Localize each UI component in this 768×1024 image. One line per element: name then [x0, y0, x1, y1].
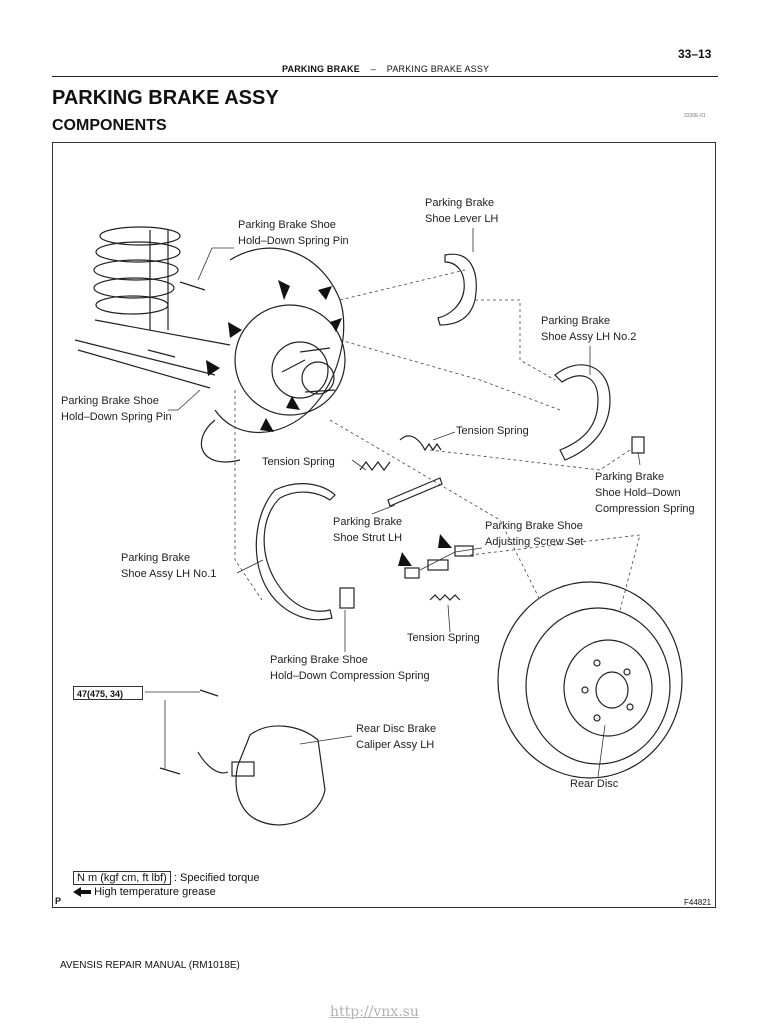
tension-spring-3-drawing [429, 594, 461, 601]
shoe-no2-drawing [554, 364, 611, 461]
label-compression-spring-right: Parking Brake Shoe Hold–Down Compression… [595, 471, 695, 515]
torque-value-box: 47(475, 34) [73, 686, 143, 700]
page-title: PARKING BRAKE ASSY [52, 87, 279, 109]
hold-down-pin-left [147, 349, 176, 358]
compression-spring-bottom-drawing [339, 587, 355, 609]
label-caliper: Rear Disc Brake Caliper Assy LH [356, 723, 437, 751]
page-footer: AVENSIS REPAIR MANUAL (RM1018E) [60, 960, 240, 971]
label-tension-spring-3: Tension Spring [407, 632, 480, 644]
legend-grease-text: High temperature grease [94, 886, 216, 898]
shoe-strut-drawing [387, 477, 443, 507]
caliper-drawing [159, 689, 326, 826]
adjusting-screw-drawing [404, 545, 474, 579]
label-compression-spring-bottom: Parking Brake Shoe Hold–Down Compression… [270, 654, 430, 682]
backing-plate-drawing [200, 247, 346, 463]
label-shoe-strut: Parking Brake Shoe Strut LH [333, 516, 403, 544]
doc-code: 3330E-01 [684, 113, 706, 119]
hold-down-pin-top [179, 281, 206, 291]
legend-grease: High temperature grease [73, 886, 216, 898]
figure-id: F44821 [684, 898, 712, 907]
shoe-lever-drawing [437, 253, 477, 326]
page-subtitle: COMPONENTS [52, 117, 167, 134]
rear-disc-drawing [497, 581, 683, 779]
legend-torque-unit: N m (kgf cm, ft lbf) [73, 871, 171, 885]
tension-spring-1-drawing [359, 461, 391, 471]
left-arrow-icon [73, 886, 94, 898]
watermark-link[interactable]: http://vnx.su [330, 1004, 419, 1020]
running-header: PARKING BRAKE – PARKING BRAKE ASSY [282, 64, 489, 74]
axle-lines [74, 319, 231, 389]
legend-torque-text: : Specified torque [173, 872, 260, 884]
label-shoe-lever: Parking Brake Shoe Lever LH [425, 197, 499, 225]
compression-spring-right-drawing [631, 436, 645, 454]
label-rear-disc: Rear Disc [570, 778, 619, 790]
legend-torque: N m (kgf cm, ft lbf) : Specified torque [73, 871, 260, 885]
label-tension-spring-2: Tension Spring [456, 425, 529, 437]
label-adjusting-screw: Parking Brake Shoe Adjusting Screw Set [485, 520, 584, 548]
label-shoe-no2: Parking Brake Shoe Assy LH No.2 [541, 315, 637, 343]
label-tension-spring-1: Tension Spring [262, 456, 335, 468]
label-hold-down-pin-left: Parking Brake Shoe Hold–Down Spring Pin [61, 395, 172, 423]
running-header-section: PARKING BRAKE [282, 64, 360, 74]
shoe-no1-drawing [255, 483, 336, 621]
header-rule [52, 76, 718, 77]
grease-arrows [206, 280, 452, 566]
figure-frame [52, 142, 716, 908]
tension-spring-2-drawing [399, 435, 442, 452]
running-header-separator: – [370, 64, 376, 74]
label-shoe-no1: Parking Brake Shoe Assy LH No.1 [121, 552, 217, 580]
running-header-subsection: PARKING BRAKE ASSY [386, 64, 490, 74]
page-number: 33–13 [678, 47, 712, 61]
label-hold-down-pin-top: Parking Brake Shoe Hold–Down Spring Pin [238, 219, 349, 247]
corner-mark: P [55, 896, 62, 906]
coil-spring-drawing [93, 226, 181, 330]
